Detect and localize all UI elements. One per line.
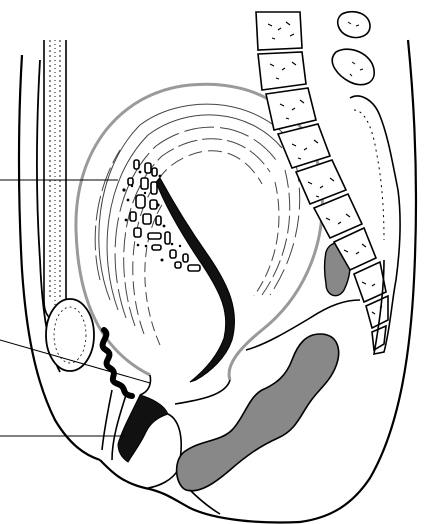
uterus-outer (76, 84, 322, 380)
spinous-process-1 (338, 12, 370, 38)
urethra-line (102, 390, 112, 450)
uterus-lower-segment (175, 380, 230, 404)
vaginal-canal (118, 395, 168, 462)
anterior-lower-segment (140, 375, 151, 395)
spinous-process-2 (332, 49, 374, 85)
perineal-body (148, 414, 181, 488)
